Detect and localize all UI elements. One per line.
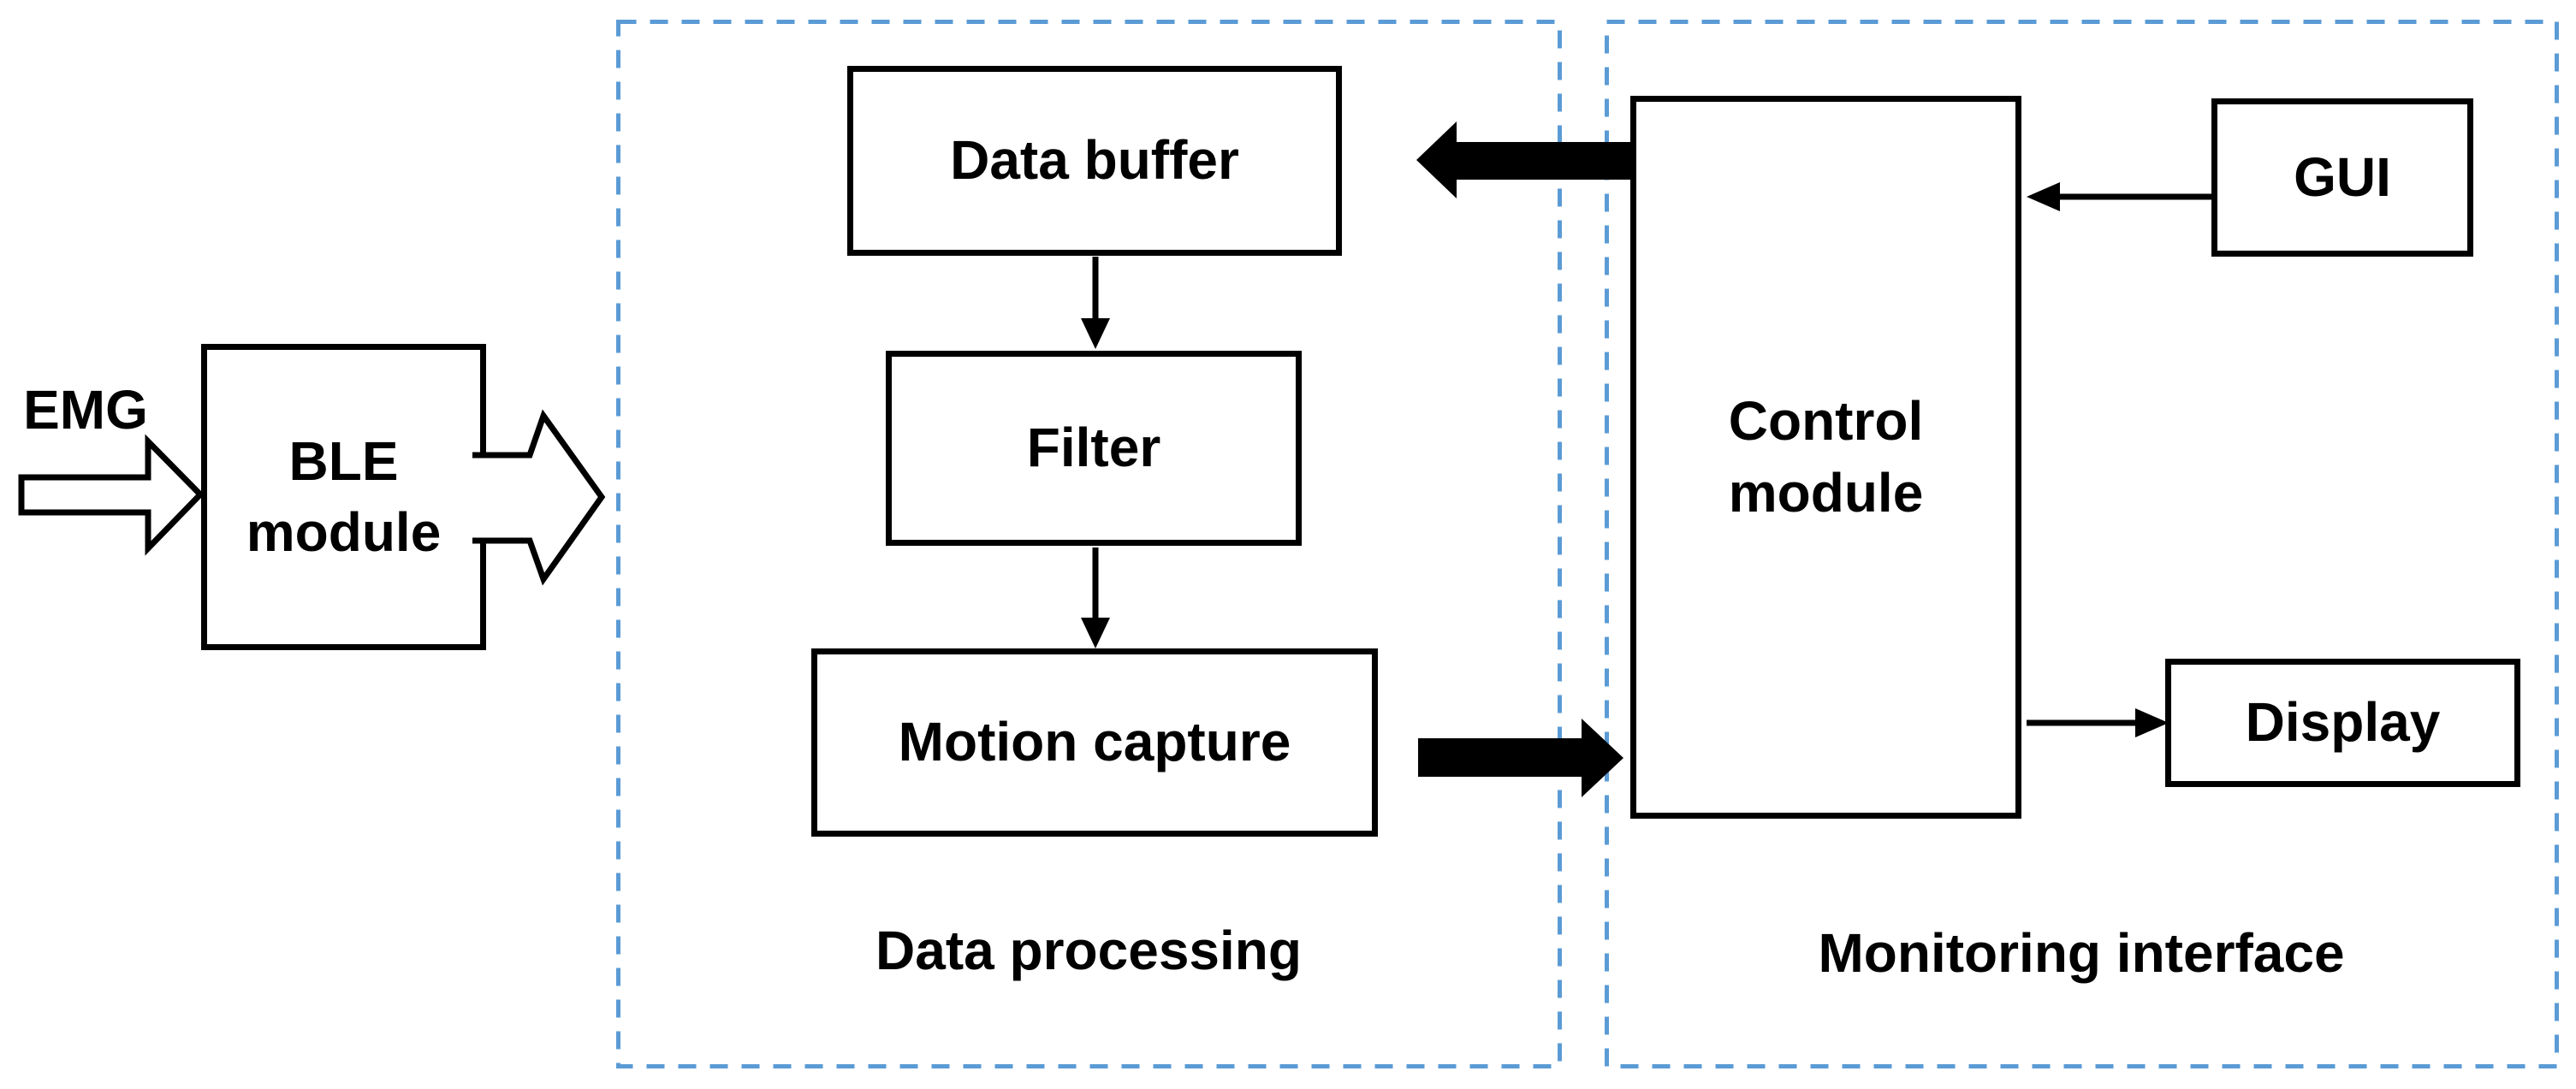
node-filter-label: Filter [1026,417,1161,479]
emg-input-label: EMG [23,379,148,441]
arrowhead-right-icon [2135,708,2169,737]
arrowhead-down-icon [1081,618,1110,648]
arrowhead-down-icon [1081,318,1110,349]
node-motion-capture: Motion capture [811,648,1378,837]
node-display-label: Display [2245,691,2441,754]
arrow-control-module-to-display [2027,708,2169,737]
group-monitoring-interface-label: Monitoring interface [1818,922,2345,984]
emg-to-ble-block-arrow-icon [18,434,205,556]
group-data-processing-label: Data processing [875,920,1302,981]
node-display: Display [2165,659,2520,787]
node-filter: Filter [886,351,1302,546]
node-data-buffer: Data buffer [847,66,1342,256]
arrow-gui-to-control-module [2027,182,2211,211]
arrow-filter-to-motion-capture [1081,547,1110,648]
arrow-data-buffer-to-filter [1081,257,1110,349]
node-ble-module: BLE module [201,344,486,650]
thick-arrow-motion-capture-to-control-icon [1418,719,1623,797]
node-data-buffer-label: Data buffer [950,129,1239,192]
node-ble-module-label: BLE module [246,429,442,563]
node-gui: GUI [2211,98,2473,257]
arrowhead-left-icon [2027,182,2060,211]
ble-output-block-arrow-icon [472,409,606,586]
node-gui-label: GUI [2294,145,2391,208]
node-motion-capture-label: Motion capture [898,711,1291,773]
node-control-module-label: Control module [1728,390,1924,524]
thick-arrow-control-to-data-buffer-icon [1416,121,1630,198]
node-control-module: Control module [1630,96,2021,819]
